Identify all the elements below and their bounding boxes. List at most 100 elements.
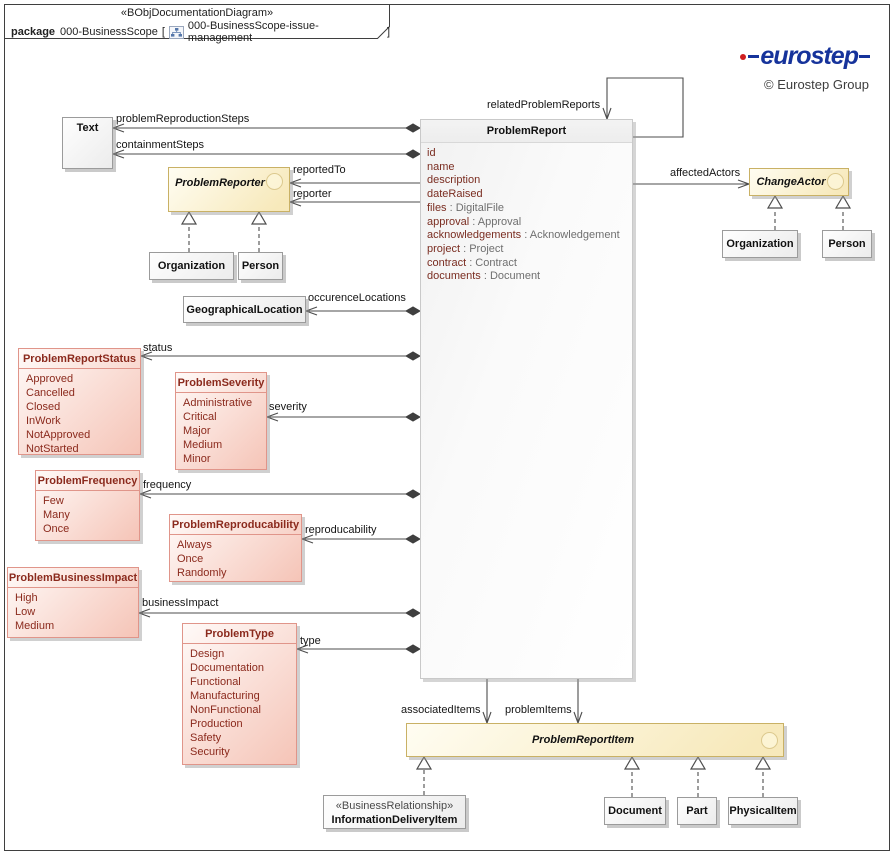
logo-dash-icon [859, 54, 870, 59]
class-text[interactable]: Text [62, 117, 113, 169]
connector-type[interactable] [295, 644, 422, 654]
class-title: ChangeActor [756, 176, 826, 188]
package-name: 000-BusinessScope [60, 26, 158, 38]
abstract-circle-icon [827, 173, 844, 190]
generalization-part-to-problem-report-item[interactable] [689, 755, 707, 797]
connector-problem-items[interactable] [573, 679, 583, 725]
diagram-border [4, 4, 890, 851]
diagram-header-tab: «BObjDocumentationDiagram» package 000-B… [4, 4, 390, 44]
class-geographical-location[interactable]: GeographicalLocation [183, 296, 306, 323]
attribute-row: description [427, 174, 481, 187]
connector-occurence-locations[interactable] [304, 306, 422, 316]
label-affected-actors: affectedActors [670, 167, 741, 179]
enum-literal: Documentation [190, 662, 264, 674]
class-title: ProblemReportItem [531, 734, 635, 746]
label-severity: severity [269, 401, 307, 413]
attribute-row: name [427, 160, 455, 173]
label-problem-reproduction-steps: problemReproductionSteps [116, 113, 250, 125]
enum-literal: Many [43, 509, 70, 521]
generalization-information-delivery-item-to-problem-report-item[interactable] [415, 755, 433, 795]
attribute-row: project : Project [427, 242, 504, 255]
class-part[interactable]: Part [677, 797, 717, 825]
generalization-organization-to-change-actor[interactable] [766, 194, 784, 230]
label-occurence-locations: occurenceLocations [308, 292, 406, 304]
connector-reporter[interactable] [288, 197, 420, 207]
generalization-person-to-problem-reporter[interactable] [250, 210, 268, 252]
label-reporter: reporter [293, 188, 332, 200]
enum-literal: Medium [183, 439, 223, 451]
attribute-row: dateRaised [427, 188, 483, 201]
class-organization-left[interactable]: Organization [149, 252, 234, 280]
enum-literal: Few [43, 495, 64, 507]
class-title: Document [608, 805, 662, 817]
diagram-name: 000-BusinessScope-issue-management [187, 20, 319, 44]
enum-literal: Security [190, 746, 230, 758]
class-document[interactable]: Document [604, 797, 666, 825]
class-person-left[interactable]: Person [238, 252, 283, 280]
package-keyword: package [11, 26, 56, 38]
logo-dash-icon [748, 54, 760, 59]
class-organization-right[interactable]: Organization [722, 230, 798, 258]
class-problem-reporter[interactable]: ProblemReporter [168, 167, 290, 212]
class-person-right[interactable]: Person [822, 230, 872, 258]
enum-literal: Design [190, 648, 225, 660]
class-title: Text [76, 122, 99, 134]
label-problem-items: problemItems [505, 704, 572, 716]
connector-affected-actors[interactable] [633, 179, 751, 189]
class-title: Person [241, 260, 280, 272]
class-stereotype: «BusinessRelationship» [335, 800, 454, 812]
abstract-circle-icon [266, 173, 283, 190]
logo-dot-icon [740, 53, 747, 60]
class-information-delivery-item[interactable]: «BusinessRelationship» InformationDelive… [323, 795, 466, 829]
enum-title: ProblemReproducability [170, 515, 301, 535]
generalization-physical-item-to-problem-report-item[interactable] [754, 755, 772, 797]
connector-reported-to[interactable] [288, 178, 420, 188]
connector-containment-steps[interactable] [111, 149, 422, 159]
enum-literal: Once [43, 523, 70, 535]
attribute-row: files : DigitalFile [427, 201, 505, 214]
enum-literal: Safety [190, 732, 222, 744]
class-change-actor[interactable]: ChangeActor [749, 168, 849, 196]
enum-literal: Administrative [183, 397, 253, 409]
class-problem-report-item[interactable]: ProblemReportItem [406, 723, 784, 757]
enum-literal: Always [177, 539, 212, 551]
enum-literal: NotStarted [26, 443, 79, 455]
enum-literal: Critical [183, 411, 217, 423]
connector-business-impact[interactable] [137, 608, 422, 618]
enum-title: ProblemReportStatus [19, 349, 140, 369]
connector-problem-reproduction-steps[interactable] [111, 123, 422, 133]
enum-literal: InWork [26, 415, 61, 427]
abstract-circle-icon [761, 732, 778, 749]
enum-literal: NotApproved [26, 429, 91, 441]
attribute-row: acknowledgements : Acknowledgement [427, 229, 620, 242]
generalization-document-to-problem-report-item[interactable] [623, 755, 641, 797]
class-physical-item[interactable]: PhysicalItem [728, 797, 798, 825]
connector-reproducability[interactable] [300, 534, 422, 544]
class-title: ProblemReport [421, 120, 632, 143]
label-reported-to: reportedTo [293, 164, 346, 176]
enum-literal: Once [177, 553, 204, 565]
connector-status[interactable] [139, 351, 422, 361]
class-title: Part [686, 805, 708, 817]
attribute-row: documents : Document [427, 270, 541, 283]
enum-title: ProblemBusinessImpact [8, 568, 138, 588]
generalization-person-to-change-actor[interactable] [834, 194, 852, 230]
connector-severity[interactable] [265, 412, 422, 422]
enum-literal: Closed [26, 401, 61, 413]
class-title: ProblemReporter [175, 177, 265, 189]
label-status: status [143, 342, 173, 354]
eurostep-logo: eurostep [740, 42, 870, 71]
connector-frequency[interactable] [138, 489, 422, 499]
connector-associated-items[interactable] [482, 679, 492, 725]
generalization-organization-to-problem-reporter[interactable] [180, 210, 198, 252]
